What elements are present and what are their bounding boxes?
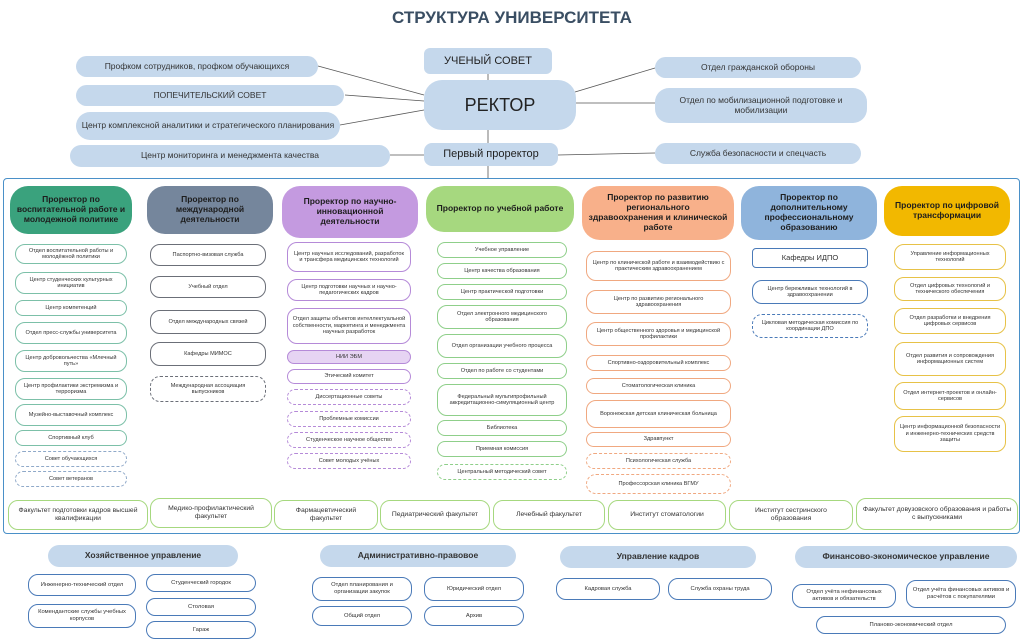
digital-item: Отдел цифровых технологий и технического…: [894, 277, 1006, 301]
analytics-center-box: Центр комплексной аналитики и стратегиче…: [76, 112, 340, 140]
education-item: Отдел организации учебного процесса: [437, 334, 567, 358]
dpo-item: Цикловая методическая комиссия по коорди…: [752, 314, 868, 338]
administrative-legal-header: Административно-правовое: [320, 545, 516, 567]
science-item: Этический комитет: [287, 369, 411, 384]
household-department-header: Хозяйственное управление: [48, 545, 238, 567]
education-item: Отдел по работе со студентами: [437, 363, 567, 379]
finance-department-header: Финансово-экономическое управление: [795, 546, 1017, 568]
prorector-youth-header: Проректор по воспитательной работе и мол…: [10, 186, 132, 234]
prorector-digital-header: Проректор по цифровой трансформации: [884, 186, 1010, 236]
finance-item: Отдел учёта финансовых активов и расчёто…: [906, 580, 1016, 608]
international-item: Кафедры МИМОС: [150, 342, 266, 366]
quality-center-box: Центр мониторинга и менеджмента качества: [70, 145, 390, 167]
healthcare-item: Центр по развитию регионального здравоох…: [586, 290, 731, 314]
household-item: Студенческий городок: [146, 574, 256, 592]
rector-box: РЕКТОР: [424, 80, 576, 130]
admin-item: Юридический отдел: [424, 577, 524, 601]
faculty-box: Факультет подготовки кадров высшей квали…: [8, 500, 148, 530]
healthcare-item: Профессорская клиника ВГМУ: [586, 474, 731, 494]
international-item: Учебный отдел: [150, 276, 266, 298]
civil-defense-box: Отдел гражданской обороны: [655, 57, 861, 78]
science-item: Отдел защиты объектов интеллектуальной с…: [287, 308, 411, 344]
faculty-box: Педиатрический факультет: [380, 500, 490, 530]
youth-item: Отдел пресс-службы университета: [15, 322, 127, 344]
education-item: Федеральный мультипрофильный аккредитаци…: [437, 384, 567, 416]
faculty-box: Фармацевтический факультет: [274, 500, 378, 530]
board-of-trustees-box: ПОПЕЧИТЕЛЬСКИЙ СОВЕТ: [76, 85, 344, 106]
healthcare-item: Психологическая служба: [586, 453, 731, 469]
first-prorector-box: Первый проректор: [424, 143, 558, 166]
admin-item: Архив: [424, 606, 524, 626]
prorector-dpo-header: Проректор по дополнительному профессиона…: [741, 186, 877, 240]
international-item: Отдел международных связей: [150, 310, 266, 334]
science-item: НИИ ЭБМ: [287, 350, 411, 364]
page-title: СТРУКТУРА УНИВЕРСИТЕТА: [392, 8, 632, 28]
faculty-box: Институт стоматологии: [608, 500, 726, 530]
science-item: Совет молодых учёных: [287, 453, 411, 469]
education-item: Библиотека: [437, 420, 567, 436]
youth-item: Спортивный клуб: [15, 430, 127, 446]
faculty-box: Институт сестринского образования: [729, 500, 853, 530]
science-item: Центр научных исследований, разработок и…: [287, 242, 411, 272]
education-item: Центр качества образования: [437, 263, 567, 279]
healthcare-item: Центр по клинической работе и взаимодейс…: [586, 251, 731, 281]
security-service-box: Служба безопасности и спецчасть: [655, 143, 861, 164]
mobilization-box: Отдел по мобилизационной подготовке и мо…: [655, 88, 867, 123]
household-item: Комендантские службы учебных корпусов: [28, 604, 136, 628]
prorector-education-header: Проректор по учебной работе: [426, 186, 574, 232]
youth-item: Музейно-выставочный комплекс: [15, 404, 127, 426]
youth-item: Отдел воспитательной работы и молодёжной…: [15, 244, 127, 264]
healthcare-item: Стоматологическая клиника: [586, 378, 731, 394]
household-item: Инженерно-технический отдел: [28, 574, 136, 596]
science-item: Диссертационные советы: [287, 389, 411, 405]
admin-item: Отдел планирования и организации закупок: [312, 577, 412, 601]
admin-item: Общий отдел: [312, 606, 412, 626]
trade-union-box: Профком сотрудников, профком обучающихся: [76, 56, 318, 77]
hr-item: Служба охраны труда: [668, 578, 772, 600]
youth-item: Центр добровольчества «Млечный путь»: [15, 350, 127, 372]
prorector-science-header: Проректор по научно-инновационной деятел…: [282, 186, 418, 238]
science-item: Центр подготовки научных и научно-педаго…: [287, 279, 411, 301]
digital-item: Отдел интернет-проектов и онлайн-сервисо…: [894, 382, 1006, 410]
prorectors-frame: [3, 178, 1020, 534]
science-item: Студенческое научное общество: [287, 432, 411, 448]
dpo-item: Кафедры ИДПО: [752, 248, 868, 268]
digital-item: Центр информационной безопасности и инже…: [894, 416, 1006, 452]
education-item: Отдел электронного медицинского образова…: [437, 305, 567, 329]
prorector-healthcare-header: Проректор по развитию регионального здра…: [582, 186, 734, 240]
finance-item: Отдел учёта нефинансовых активов и обяза…: [792, 584, 896, 608]
dpo-item: Центр бережливых технологий в здравоохра…: [752, 280, 868, 304]
youth-item: Центр компетенций: [15, 300, 127, 316]
healthcare-item: Воронежская детская клиническая больница: [586, 400, 731, 428]
faculty-box: Медико-профилактический факультет: [150, 498, 272, 528]
science-item: Проблемные комиссии: [287, 411, 411, 427]
education-item: Центр практической подготовки: [437, 284, 567, 300]
healthcare-item: Спортивно-оздоровительный комплекс: [586, 355, 731, 371]
hr-item: Кадровая служба: [556, 578, 660, 600]
education-item: Учебное управление: [437, 242, 567, 258]
youth-item: Совет обучающихся: [15, 451, 127, 467]
digital-item: Отдел разработки и внедрения цифровых се…: [894, 308, 1006, 334]
international-item: Международная ассоциация выпускников: [150, 376, 266, 402]
healthcare-item: Здравпункт: [586, 432, 731, 447]
youth-item: Центр профилактики экстремизма и террори…: [15, 378, 127, 400]
international-item: Паспортно-визовая служба: [150, 244, 266, 266]
education-item: Центральный методический совет: [437, 464, 567, 480]
youth-item: Центр студенческих культурных инициатив: [15, 272, 127, 294]
digital-item: Управление информационных технологий: [894, 244, 1006, 270]
prorector-international-header: Проректор по международной деятельности: [147, 186, 273, 234]
hr-department-header: Управление кадров: [560, 546, 756, 568]
youth-item: Совет ветеранов: [15, 471, 127, 487]
healthcare-item: Центр общественного здоровья и медицинск…: [586, 322, 731, 346]
finance-item: Планово-экономический отдел: [816, 616, 1006, 634]
household-item: Столовая: [146, 598, 256, 616]
faculty-box: Факультет довузовского образования и раб…: [856, 498, 1018, 530]
education-item: Приемная комиссия: [437, 441, 567, 457]
faculty-box: Лечебный факультет: [493, 500, 605, 530]
digital-item: Отдел развития и сопровождения информаци…: [894, 342, 1006, 376]
household-item: Гараж: [146, 621, 256, 639]
academic-council-box: УЧЕНЫЙ СОВЕТ: [424, 48, 552, 74]
